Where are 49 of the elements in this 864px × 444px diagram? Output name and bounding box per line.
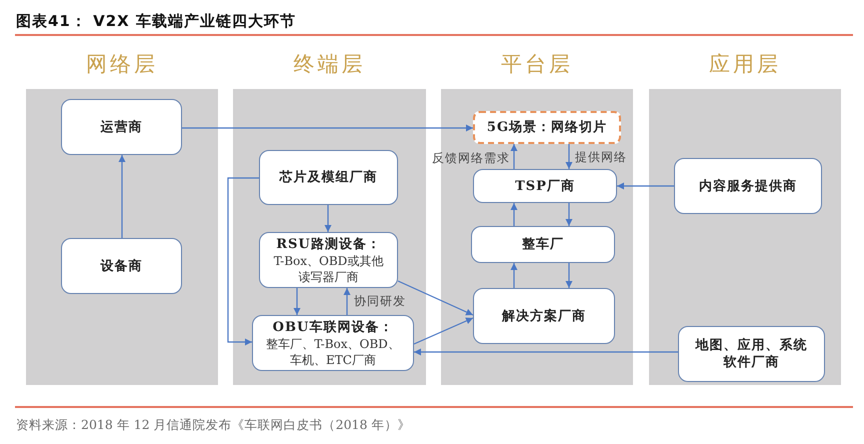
box-label: TSP厂商 xyxy=(515,178,575,194)
box-label: 地图、应用、系统软件厂商 xyxy=(694,337,808,371)
layer-heading: 网络层 xyxy=(86,51,158,77)
edge-label: 提供网络 xyxy=(575,150,627,165)
box-label: 解决方案厂商 xyxy=(502,308,586,324)
box-label: 内容服务提供商 xyxy=(699,178,797,194)
box-label: 芯片及模组厂商 xyxy=(280,169,378,186)
box-heading: RSU路测设备： xyxy=(276,236,381,252)
box-label: 整车厂 xyxy=(522,236,564,253)
process-box xyxy=(473,288,615,344)
arrow xyxy=(566,144,572,169)
layer-heading: 应用层 xyxy=(709,51,781,77)
arrow xyxy=(182,124,473,132)
process-box xyxy=(61,99,182,155)
box-text: T-Box、OBD或其他读写器厂商 xyxy=(272,252,384,284)
process-box xyxy=(473,169,617,203)
dashed-box xyxy=(473,111,621,144)
arrow xyxy=(324,205,332,232)
arrow xyxy=(414,348,678,356)
box-heading: OBU车联网设备： xyxy=(272,318,394,336)
process-box xyxy=(678,326,825,382)
arrow xyxy=(617,182,674,190)
arrow xyxy=(118,155,126,238)
box-label: 设备商 xyxy=(100,258,142,274)
arrow xyxy=(227,177,259,346)
edge-label: 反馈网络需求 xyxy=(432,151,510,166)
box-label: 5G场景：网络切片 xyxy=(486,119,608,136)
process-box xyxy=(471,226,615,263)
layer-heading: 平台层 xyxy=(501,51,573,77)
box-label: 运营商 xyxy=(100,118,142,136)
figure-title: 图表41： V2X 车载端产业链四大环节 xyxy=(16,11,296,31)
arrow xyxy=(344,288,350,315)
layer-heading: 终端层 xyxy=(294,51,366,77)
arrow xyxy=(414,317,474,345)
box-text: 整车厂、T-Box、OBD、车机、ETC厂商 xyxy=(265,336,401,368)
arrow xyxy=(510,203,518,226)
process-box xyxy=(252,315,414,371)
edge-label: 协同研发 xyxy=(354,294,406,309)
arrow xyxy=(566,263,572,288)
arrow xyxy=(510,144,518,169)
process-box xyxy=(674,158,822,214)
arrow xyxy=(398,280,474,316)
arrow xyxy=(510,263,518,288)
source-caption: 资料来源：2018 年 12 月信通院发布《车联网白皮书（2018 年）》 xyxy=(16,416,410,434)
process-box xyxy=(259,150,398,205)
arrow xyxy=(294,288,300,315)
arrow xyxy=(566,203,572,226)
process-box xyxy=(61,238,182,294)
process-box xyxy=(259,232,398,288)
